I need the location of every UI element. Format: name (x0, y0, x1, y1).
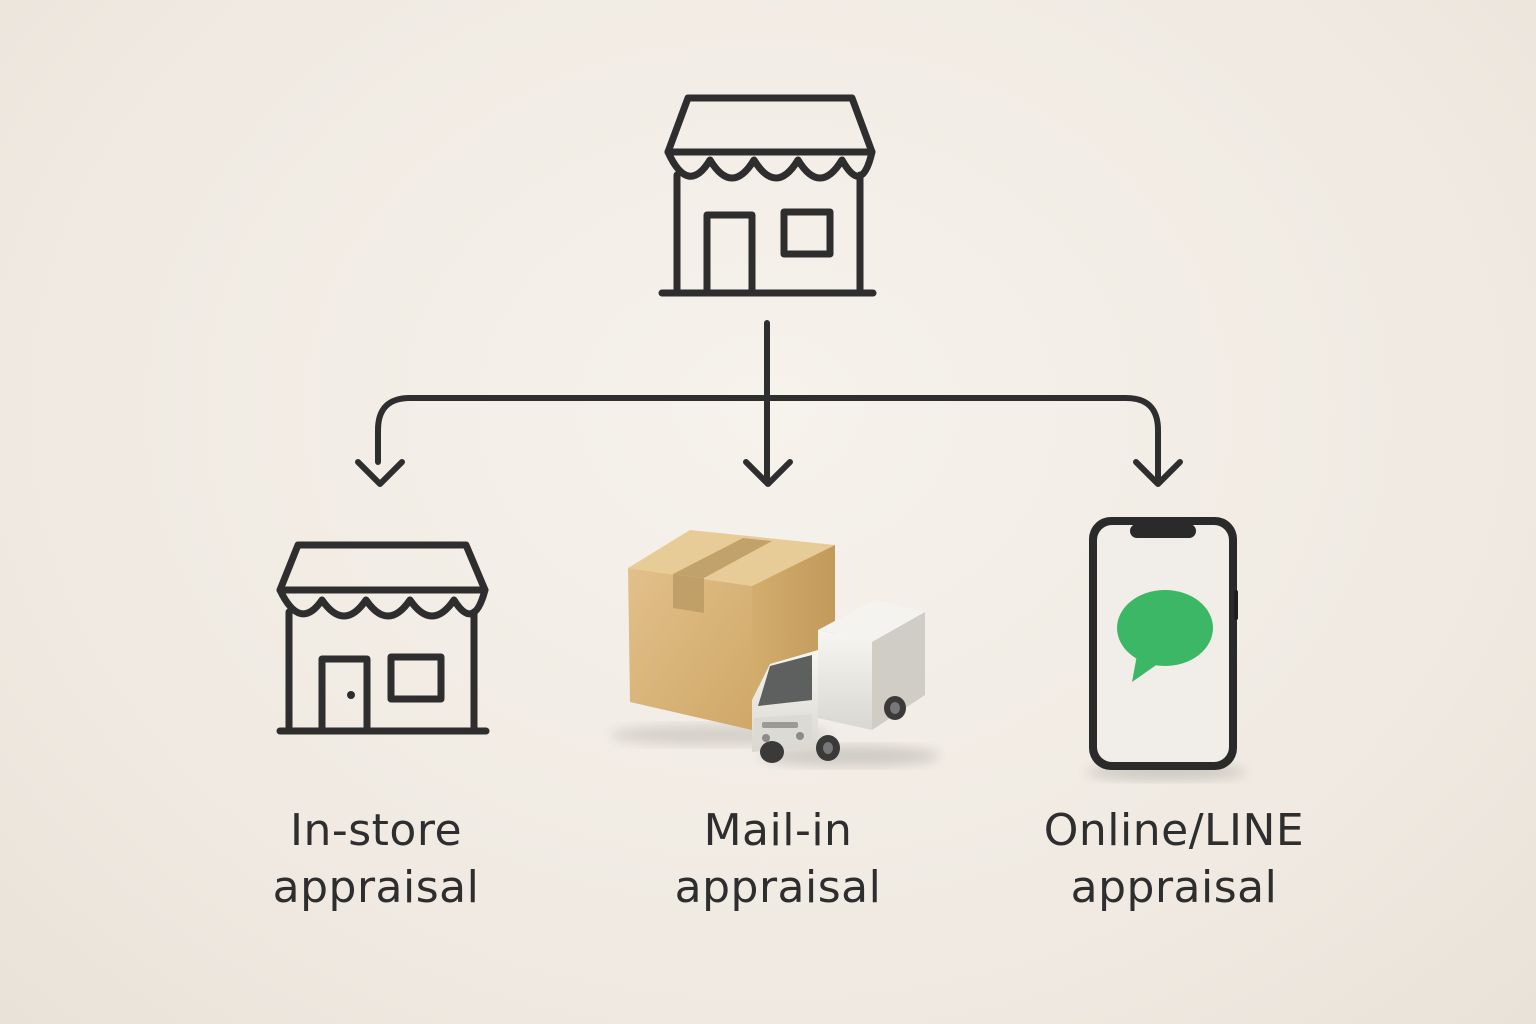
package-truck-icon (610, 530, 940, 766)
online-line-label-line1: Online/LINE (1043, 805, 1305, 856)
root-storefront-icon (658, 94, 877, 297)
mail-in-label-line2: appraisal (674, 862, 882, 913)
mail-in-label: Mail-in appraisal (548, 802, 1008, 916)
in-store-label-line2: appraisal (272, 862, 480, 913)
online-line-label: Online/LINE appraisal (944, 802, 1404, 916)
flow-connectors (355, 320, 1183, 487)
chat-bubble-icon (1117, 590, 1213, 682)
in-store-label: In-store appraisal (146, 802, 606, 916)
online-line-label-line2: appraisal (1070, 862, 1278, 913)
right-arrowhead (1133, 459, 1183, 487)
door-knob (347, 691, 355, 699)
in-store-storefront-icon (276, 541, 490, 735)
mail-in-label-line1: Mail-in (703, 805, 853, 856)
phone-notch (1130, 524, 1196, 538)
delivery-truck (752, 600, 925, 763)
left-arrowhead (355, 459, 405, 487)
center-arrowhead (743, 459, 793, 487)
in-store-label-line1: In-store (289, 805, 463, 856)
smartphone-chat-icon (1086, 517, 1246, 780)
